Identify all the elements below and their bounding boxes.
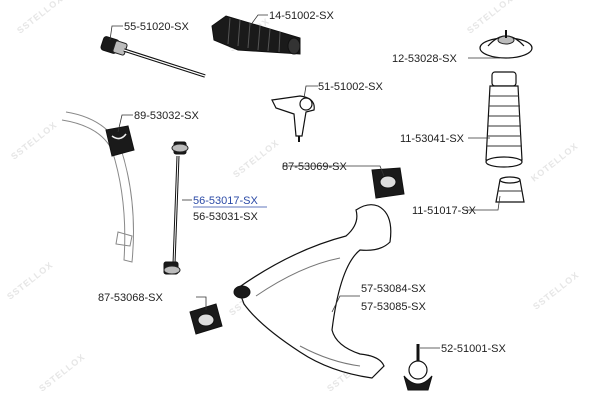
label-55-51020-sx[interactable]: 55-51020-SX bbox=[124, 21, 189, 33]
bump-stop-drawing bbox=[495, 176, 525, 203]
label-52-51001-sx[interactable]: 52-51001-SX bbox=[441, 343, 506, 355]
shock-boot-drawing bbox=[485, 71, 523, 168]
steering-boot-drawing bbox=[211, 15, 301, 55]
svg-text:KOTELLOX: KOTELLOX bbox=[529, 141, 580, 184]
control-arm-drawing bbox=[233, 204, 392, 379]
label-51-51002-sx[interactable]: 51-51002-SX bbox=[318, 81, 383, 93]
tie-rod-drawing bbox=[100, 36, 206, 78]
label-87-53069-sx[interactable]: 87-53069-SX bbox=[282, 161, 347, 173]
leader-lines bbox=[109, 14, 501, 349]
svg-text:SSTELLOX: SSTELLOX bbox=[531, 270, 581, 312]
outer-tie-rod-drawing bbox=[271, 95, 315, 142]
label-87-53068-sx[interactable]: 87-53068-SX bbox=[98, 292, 163, 304]
svg-text:SSTELLOX: SSTELLOX bbox=[5, 260, 55, 302]
svg-text:SSTELLOX: SSTELLOX bbox=[15, 0, 65, 36]
svg-text:SSTELLOX: SSTELLOX bbox=[465, 0, 515, 36]
label-11-51017-sx[interactable]: 11-51017-SX bbox=[412, 205, 477, 217]
rear-bushing-drawing bbox=[371, 167, 405, 199]
label-57-53084-sx[interactable]: 57-53084-SX bbox=[361, 283, 426, 295]
label-56-53031-sx[interactable]: 56-53031-SX bbox=[193, 211, 258, 223]
label-14-51002-sx[interactable]: 14-51002-SX bbox=[269, 10, 334, 22]
label-89-53032-sx[interactable]: 89-53032-SX bbox=[134, 110, 199, 122]
label-12-53028-sx[interactable]: 12-53028-SX bbox=[392, 53, 457, 65]
strut-mount-drawing bbox=[479, 30, 533, 59]
stabilizer-bushing-drawing bbox=[105, 125, 135, 157]
svg-text:SSTELLOX: SSTELLOX bbox=[9, 120, 59, 162]
svg-text:SSTELLOX: SSTELLOX bbox=[231, 138, 281, 180]
ball-joint-drawing bbox=[403, 344, 433, 391]
part-labels: 55-51020-SX 14-51002-SX 12-53028-SX 51-5… bbox=[98, 10, 506, 355]
label-56-53017-sx[interactable]: 56-53017-SX bbox=[193, 195, 258, 207]
label-11-53041-sx[interactable]: 11-53041-SX bbox=[400, 133, 465, 145]
stabilizer-link-drawing bbox=[163, 141, 189, 275]
label-57-53085-sx[interactable]: 57-53085-SX bbox=[361, 301, 426, 313]
front-bushing-drawing bbox=[189, 303, 223, 335]
svg-text:SSTELLOX: SSTELLOX bbox=[37, 352, 87, 394]
